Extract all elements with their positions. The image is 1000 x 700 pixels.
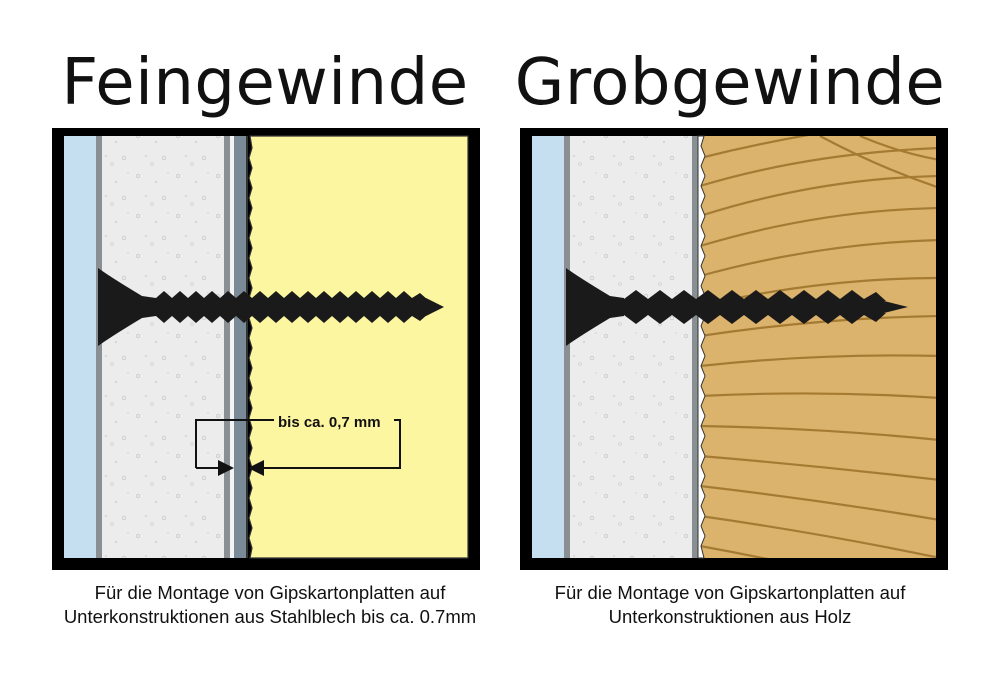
caption-right: Für die Montage von Gipskartonplatten au… (490, 581, 970, 629)
caption-left-line1: Für die Montage von Gipskartonplatten au… (94, 582, 446, 603)
blue-layer (532, 136, 566, 558)
caption-left: Für die Montage von Gipskartonplatten au… (20, 581, 520, 629)
blue-layer (64, 136, 98, 558)
title-feingewinde: Feingewinde (61, 46, 469, 120)
wood-beam (700, 136, 936, 558)
caption-left-line2: Unterkonstruktionen aus Stahlblech bis c… (63, 606, 477, 627)
title-grobgewinde: Grobgewinde (514, 46, 946, 120)
caption-right-line2: Unterkonstruktionen aus Holz (608, 606, 852, 627)
drywall-screw-icon (98, 268, 444, 346)
steel-sheet (234, 136, 246, 558)
drywall-screw-icon (566, 268, 908, 346)
arrow-left-icon (248, 460, 264, 476)
insulation-area (248, 135, 469, 559)
coarse-thread-svg (520, 128, 948, 570)
arrow-right-icon (218, 460, 234, 476)
caption-right-line1: Für die Montage von Gipskartonplatten au… (554, 582, 906, 603)
dimension-label: bis ca. 0,7 mm (278, 414, 381, 431)
thickness-dimension: bis ca. 0,7 mm (195, 412, 401, 476)
fine-thread-diagram: bis ca. 0,7 mm (52, 128, 480, 570)
fine-thread-svg: bis ca. 0,7 mm (52, 128, 480, 570)
coarse-thread-diagram (520, 128, 948, 570)
